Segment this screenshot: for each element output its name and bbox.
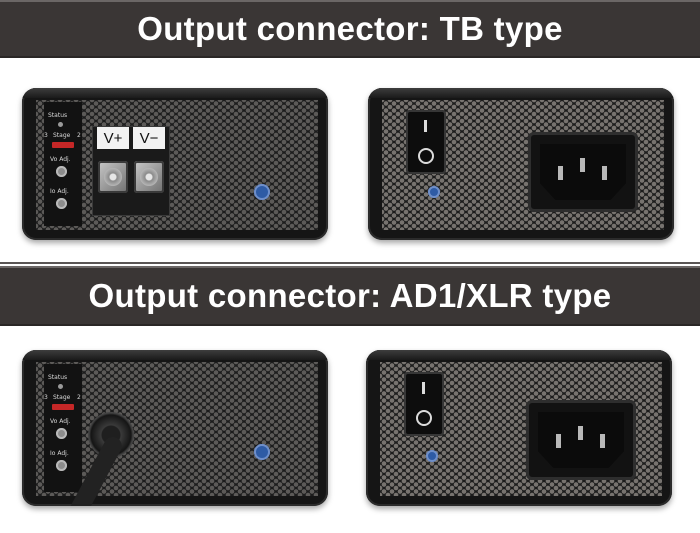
- control-label-panel: Status 3 Stage 2 Vo Adj. Io Adj.: [44, 102, 82, 226]
- ac-inlet: [528, 132, 638, 212]
- stage-1-label-xlr: 3: [44, 394, 48, 401]
- vo-adj-trim: [56, 166, 67, 177]
- tb-front-unit-photo: Status 3 Stage 2 Vo Adj. Io Adj. V+ V−: [22, 88, 328, 240]
- control-label-panel-xlr: Status 3 Stage 2 Vo Adj. Io Adj.: [44, 364, 82, 492]
- banner-tb-type: Output connector: TB type: [0, 0, 700, 58]
- vo-adj-label-xlr: Vo Adj.: [50, 418, 71, 425]
- io-adj-trim: [56, 198, 67, 209]
- internal-component-xlr: [426, 450, 438, 462]
- ac-inlet-xlr: [526, 400, 636, 480]
- rocker-on-symbol-xlr: [422, 382, 425, 394]
- stage-2-label-xlr: 2: [77, 394, 81, 401]
- internal-component: [428, 186, 440, 198]
- xlr-rear-unit-photo: [366, 350, 672, 506]
- banner-xlr-type: Output connector: AD1/XLR type: [0, 266, 700, 326]
- terminal-block: V+ V−: [92, 126, 170, 216]
- power-rocker-switch-xlr: [404, 372, 444, 436]
- rocker-off-symbol: [418, 148, 434, 164]
- tb-rear-unit-photo: [368, 88, 674, 240]
- io-adj-label-xlr: Io Adj.: [50, 450, 69, 457]
- xlr-front-unit-photo: Status 3 Stage 2 Vo Adj. Io Adj.: [22, 350, 328, 506]
- power-rocker-switch: [406, 110, 446, 174]
- vo-adj-trim-xlr: [56, 428, 67, 439]
- stage-switch: [52, 142, 74, 148]
- status-led-xlr: [58, 384, 63, 389]
- status-led: [58, 122, 63, 127]
- banner-xlr-title: Output connector: AD1/XLR type: [88, 277, 612, 314]
- internal-trim-pot-xlr: [254, 444, 270, 460]
- terminal-screw-negative: [134, 161, 164, 193]
- io-adj-trim-xlr: [56, 460, 67, 471]
- stage-1-label: 3: [44, 132, 48, 139]
- stage-label: Stage: [53, 132, 71, 139]
- terminal-negative-label: V−: [133, 127, 165, 149]
- stage-2-label: 2: [77, 132, 81, 139]
- status-label-xlr: Status: [48, 374, 68, 381]
- banner-tb-title: Output connector: TB type: [137, 10, 563, 47]
- stage-switch-xlr: [52, 404, 74, 410]
- io-adj-label: Io Adj.: [50, 188, 69, 195]
- stage-label-xlr: Stage: [53, 394, 71, 401]
- vo-adj-label: Vo Adj.: [50, 156, 71, 163]
- terminal-positive-label: V+: [97, 127, 129, 149]
- rocker-off-symbol-xlr: [416, 410, 432, 426]
- internal-trim-pot: [254, 184, 270, 200]
- status-label: Status: [48, 112, 68, 119]
- rocker-on-symbol: [424, 120, 427, 132]
- terminal-screw-positive: [98, 161, 128, 193]
